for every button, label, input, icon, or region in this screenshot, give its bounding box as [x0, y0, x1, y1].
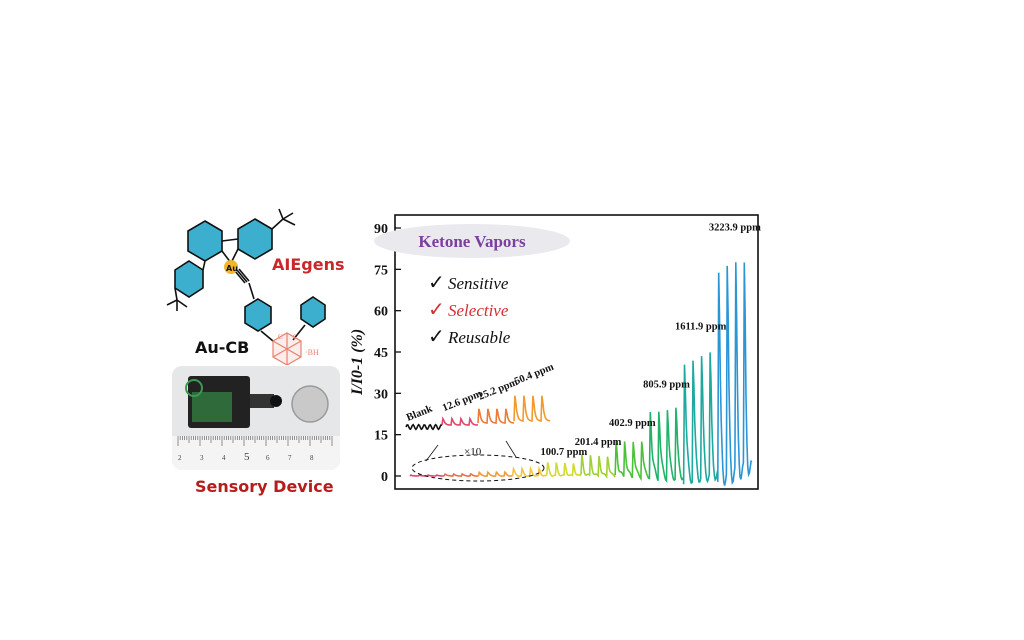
- device-lens-mount: [250, 394, 274, 408]
- main-series-segment: [477, 470, 513, 478]
- main-series-segment: [648, 407, 685, 484]
- aryl-ring-left: [174, 260, 204, 298]
- main-series-label: 1611.9 ppm: [675, 321, 727, 332]
- magnified-region-marker: [411, 454, 545, 482]
- main-series-label: 3223.9 ppm: [709, 222, 761, 233]
- inset-series-segment: [405, 423, 443, 431]
- main-series-label: 201.4 ppm: [575, 437, 622, 448]
- boron-label: ·BH: [305, 348, 319, 357]
- ruler-label: 5: [244, 451, 250, 463]
- y-tick-label: 15: [374, 429, 388, 444]
- main-series: [409, 262, 753, 486]
- chart-title: Ketone Vapors: [418, 232, 526, 251]
- device-wire-loop: [185, 379, 203, 397]
- ruler-label: 8: [310, 454, 314, 462]
- ketone-vapor-response-chart: 0 15 30 45 60 75 90 I/I0-1 (%) Ketone Vapors ✓…: [349, 214, 762, 490]
- check-mark-reusable: ✓: [428, 324, 445, 348]
- y-tick-label: 90: [374, 222, 388, 237]
- device-circuit-board: [192, 392, 232, 422]
- aryl-ring-top: [237, 218, 273, 260]
- molecule-bonds: [166, 208, 326, 342]
- magnification-label: ×10: [464, 446, 482, 458]
- magnify-guide-right: [505, 440, 517, 458]
- ruler-label: 7: [288, 454, 292, 462]
- main-series-segment: [682, 352, 719, 485]
- y-tick-label: 45: [374, 346, 388, 361]
- main-series-segment: [580, 454, 616, 479]
- main-series-segment: [546, 462, 582, 477]
- phenyl-ring-right: [300, 296, 326, 328]
- carborane-cage: [272, 332, 302, 365]
- ruler-label: 2: [178, 454, 182, 462]
- main-series-segment: [443, 472, 479, 477]
- device-lens: [270, 395, 282, 407]
- main-series-label: 402.9 ppm: [609, 418, 656, 429]
- inset-series-segment: [477, 408, 515, 424]
- main-series-label: 805.9 ppm: [643, 379, 690, 390]
- check-text-sensitive: Sensitive: [448, 274, 509, 293]
- ruler-label: 3: [200, 454, 204, 462]
- au-cb-label: Au-CB: [195, 338, 250, 357]
- check-text-reusable: Reusable: [447, 328, 511, 347]
- y-axis-label: I/I0-1 (%): [349, 329, 366, 396]
- phenyl-ring: [244, 298, 272, 332]
- pyridine-ring: [187, 220, 223, 262]
- inset-series-segment: [441, 416, 479, 426]
- y-tick-label: 30: [374, 387, 388, 402]
- check-mark-sensitive: ✓: [428, 270, 445, 294]
- sensory-device-photo: 2 3 4 5 6 7 8: [172, 366, 340, 470]
- y-tick-label: 60: [374, 305, 388, 320]
- ruler: [172, 436, 340, 470]
- plot-frame: [394, 214, 759, 490]
- title-badge: [374, 224, 570, 258]
- inset-series-segment: [513, 395, 551, 423]
- ruler-label: 6: [266, 454, 270, 462]
- main-series-label: 100.7 ppm: [541, 447, 588, 458]
- aiegens-label: AIEgens: [272, 255, 345, 274]
- gold-atom: [224, 260, 238, 274]
- y-axis-ticks: 0 15 30 45 60 75 90: [374, 222, 401, 485]
- y-tick-label: 75: [374, 263, 388, 278]
- sensory-device-label: Sensory Device: [195, 477, 334, 496]
- check-mark-selective: ✓: [428, 297, 445, 321]
- carbon-label-1: C: [278, 333, 283, 341]
- molecule-structure: Au C C ·BH: [166, 208, 326, 365]
- ruler-ticks: [177, 436, 333, 446]
- y-tick-label: 0: [381, 470, 388, 485]
- coin: [291, 385, 329, 423]
- ruler-label: 4: [222, 454, 226, 462]
- inset-series: [405, 395, 551, 431]
- main-series-segment: [614, 440, 650, 482]
- magnify-guide-left: [425, 444, 439, 462]
- ruler-labels: 2 3 4 5 6 7 8: [178, 451, 314, 463]
- checklist: ✓ Sensitive ✓ Selective ✓ Reusable: [428, 270, 511, 348]
- gold-atom-label: Au: [226, 264, 238, 273]
- check-text-selective: Selective: [448, 301, 509, 320]
- main-series-segment: [716, 262, 753, 486]
- carbon-label-2: C: [293, 333, 298, 341]
